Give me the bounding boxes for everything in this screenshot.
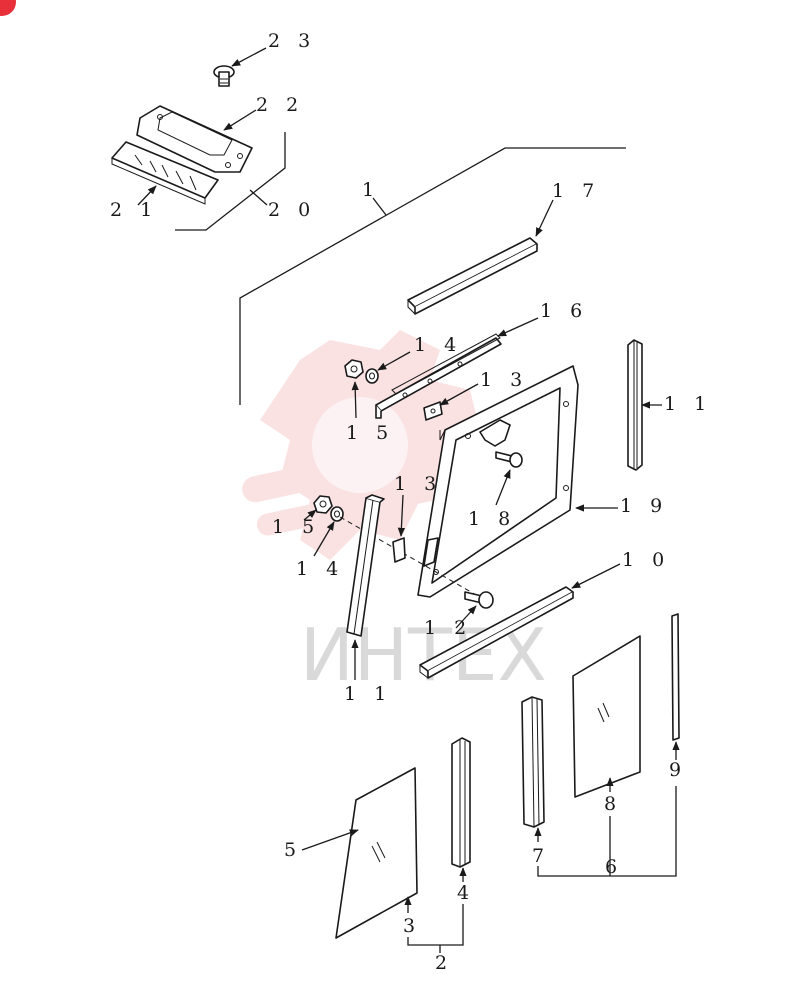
part-16-bracket [375, 333, 502, 419]
callout-11-right: 1 1 [664, 393, 712, 415]
callout-22: 2 2 [256, 94, 304, 116]
callout-15-lower: 1 5 [272, 516, 320, 538]
part-12-bolt [464, 591, 494, 609]
part-4-seal [451, 737, 471, 868]
part-9-strip [671, 613, 680, 741]
part-23-bolt [213, 65, 235, 87]
part-11-strip-right [627, 339, 643, 471]
part-8-glass [572, 635, 641, 798]
callout-6: 6 [605, 856, 623, 878]
part-13-block-lower [392, 537, 406, 563]
callout-17: 1 7 [552, 180, 600, 202]
part-7-seal [521, 696, 545, 828]
part-18-bolt [495, 451, 523, 468]
callout-14-upper: 1 4 [414, 334, 462, 356]
callout-2: 2 [435, 952, 453, 974]
callout-3: 3 [403, 915, 421, 937]
callout-19: 1 9 [620, 495, 668, 517]
part-10-bottom-channel [419, 586, 574, 679]
callout-18: 1 8 [468, 508, 516, 530]
part-17-top-channel [407, 237, 538, 315]
callout-16: 1 6 [540, 300, 588, 322]
part-19-frame [417, 365, 579, 598]
callout-14-lower: 1 4 [296, 558, 344, 580]
callout-15-upper: 1 5 [346, 422, 394, 444]
callout-12: 1 2 [424, 617, 472, 639]
part-14-washer-upper [365, 368, 379, 384]
part-22-plate [136, 105, 253, 173]
callout-4: 4 [457, 882, 475, 904]
callout-13-upper: 1 3 [480, 369, 528, 391]
part-14-washer-lower [330, 506, 344, 522]
part-13-plate-upper [423, 401, 443, 421]
corner-badge-icon [0, 0, 16, 16]
part-15-nut-upper [344, 359, 364, 379]
callout-13-lower: 1 3 [394, 473, 442, 495]
callout-5: 5 [284, 839, 302, 861]
callout-7: 7 [532, 845, 550, 867]
callout-20: 2 0 [268, 199, 316, 221]
part-11-strip-left [346, 494, 385, 637]
callout-8: 8 [604, 793, 622, 815]
callout-10: 1 0 [622, 549, 670, 571]
callout-21: 2 1 [110, 199, 158, 221]
callout-1: 1 [362, 179, 380, 201]
callout-23: 2 3 [268, 30, 316, 52]
part-3-glass [335, 767, 418, 939]
part-15-nut-lower [313, 495, 333, 514]
callout-9: 9 [669, 759, 687, 781]
callout-11-left: 1 1 [344, 683, 392, 705]
part-21-pad [111, 141, 219, 205]
